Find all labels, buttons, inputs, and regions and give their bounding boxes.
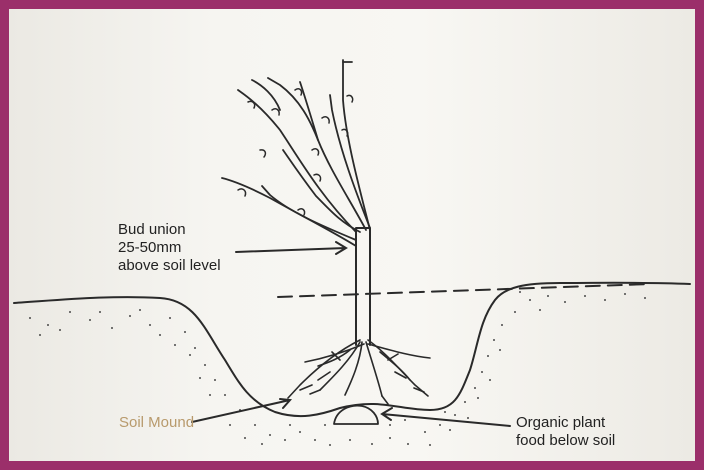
roots [288,340,430,404]
soil-level-line [278,284,650,297]
bud-union-arrow [236,242,346,254]
organic-food-label: Organic plant food below soil [516,414,615,450]
organic-food-arrow [382,408,510,426]
soil-mound-label: Soil Mound [119,414,194,432]
trunk [356,228,370,345]
branches [222,60,370,246]
bud-union-line-1: Bud union [118,221,221,239]
bud-union-line-3: above soil level [118,257,221,275]
organic-food-line-1: Organic plant [516,414,615,432]
bud-union-line-2: 25-50mm [118,239,221,257]
arrows [192,242,510,426]
organic-food-line-2: food below soil [516,432,615,450]
soil-mound-arrow [192,399,290,422]
bud-union-label: Bud union 25-50mm above soil level [118,221,221,275]
